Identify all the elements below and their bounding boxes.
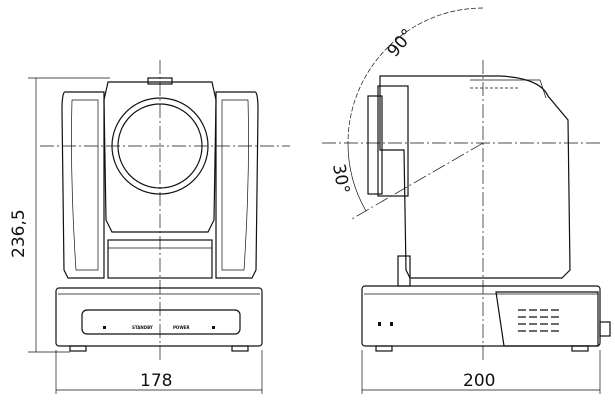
front-right-arm (215, 91, 259, 279)
side-dimensions: 200 (361, 350, 601, 394)
tilt-down-angle: 30° (328, 162, 353, 195)
front-view: STANDBY POWER (40, 60, 290, 360)
rear-connector (599, 321, 611, 337)
side-view: 90° 30° (322, 7, 611, 360)
front-panel (81, 309, 241, 335)
height-dimension: 236,5 (9, 209, 29, 258)
standby-label: STANDBY (132, 325, 153, 330)
width-dimension: 178 (140, 371, 172, 391)
front-head (103, 81, 217, 233)
depth-dimension: 200 (463, 371, 495, 391)
vent-slots (518, 309, 560, 332)
power-led (212, 326, 215, 329)
front-dimensions: 236,5 178 (9, 77, 263, 394)
power-label: POWER (173, 325, 190, 330)
tilt-up-angle: 90° (384, 25, 419, 61)
front-left-arm (61, 91, 105, 279)
side-base (361, 285, 601, 347)
side-head (379, 75, 571, 279)
standby-led (103, 326, 106, 329)
front-base (55, 287, 263, 347)
